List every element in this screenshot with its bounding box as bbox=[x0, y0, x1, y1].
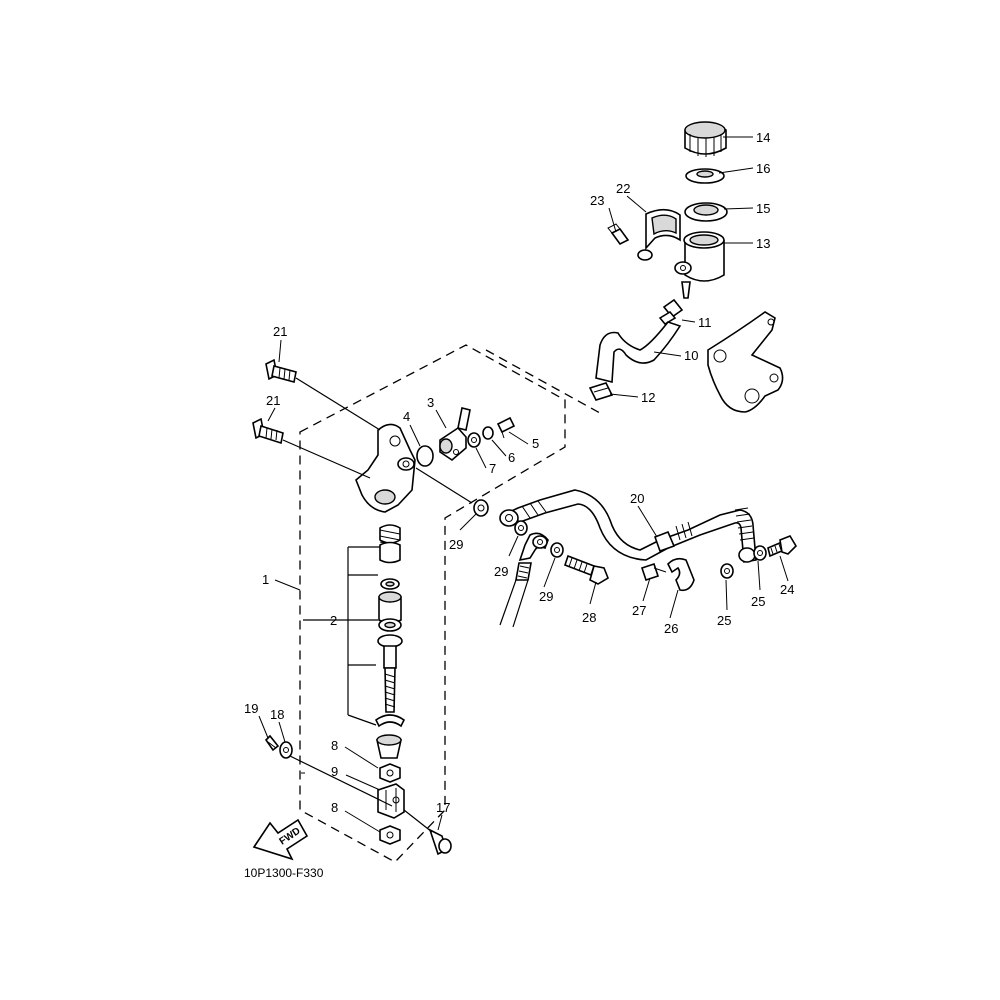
callout-6: 6 bbox=[508, 450, 515, 465]
callout-9: 9 bbox=[331, 764, 338, 779]
reservoir-bracket bbox=[707, 311, 784, 413]
piston-kit bbox=[303, 524, 406, 759]
crush-washer-hose-lower bbox=[550, 542, 564, 558]
hose-clip bbox=[588, 382, 614, 401]
callout-18: 18 bbox=[270, 707, 284, 722]
callout-11: 11 bbox=[698, 315, 712, 330]
callout-24: 24 bbox=[780, 582, 794, 597]
union-bolt-rear bbox=[767, 535, 798, 558]
reservoir-diaphragm-plate bbox=[685, 168, 725, 184]
callout-29-hose: 29 bbox=[494, 564, 508, 579]
callout-leaders bbox=[258, 136, 789, 833]
hose-nipple bbox=[439, 407, 471, 462]
brake-hose bbox=[499, 489, 757, 563]
assembly-1-dashed-outline bbox=[299, 344, 566, 863]
mounting-bolt-lower bbox=[252, 417, 371, 479]
spring-washer bbox=[482, 426, 494, 440]
callout-25-right: 25 bbox=[751, 594, 765, 609]
crush-washer-rear-a bbox=[720, 563, 734, 579]
callout-labels: 1 2 3 4 5 6 7 8 9 8 10 11 12 13 14 15 16… bbox=[244, 130, 794, 815]
brake-hose-lower-fitting bbox=[499, 532, 549, 628]
callout-10: 10 bbox=[684, 348, 698, 363]
callout-1: 1 bbox=[262, 572, 269, 587]
callout-8-upper: 8 bbox=[331, 738, 338, 753]
callout-23: 23 bbox=[590, 193, 604, 208]
plain-washer bbox=[467, 432, 481, 448]
crush-washer-rear-b bbox=[753, 545, 767, 561]
callout-19: 19 bbox=[244, 701, 258, 716]
callout-13: 13 bbox=[756, 236, 770, 251]
pin-washer bbox=[279, 741, 293, 759]
callout-27: 27 bbox=[632, 603, 646, 618]
crush-washer-body bbox=[415, 467, 489, 517]
reservoir-diaphragm bbox=[684, 202, 728, 222]
callout-26: 26 bbox=[664, 621, 678, 636]
callout-25-left: 25 bbox=[717, 613, 731, 628]
callout-29-body: 29 bbox=[449, 537, 463, 552]
master-cylinder-body bbox=[355, 423, 416, 513]
reservoir-cover bbox=[637, 208, 681, 261]
clevis bbox=[377, 783, 405, 819]
callout-21-lower: 21 bbox=[266, 393, 280, 408]
callout-29-caliper: 29 bbox=[539, 589, 553, 604]
union-bolt-caliper bbox=[563, 554, 609, 585]
callout-2: 2 bbox=[330, 613, 337, 628]
hose-joint bbox=[658, 298, 684, 326]
callout-28: 28 bbox=[582, 610, 596, 625]
mounting-bolt-upper bbox=[265, 358, 381, 431]
hose-guide-screw bbox=[640, 562, 667, 582]
fwd-arrow-icon: FWD bbox=[252, 818, 309, 861]
callout-21-upper: 21 bbox=[273, 324, 287, 339]
callout-8-lower: 8 bbox=[331, 800, 338, 815]
callout-14: 14 bbox=[756, 130, 770, 145]
callout-15: 15 bbox=[756, 201, 770, 216]
reservoir-hose bbox=[595, 321, 682, 384]
callout-7: 7 bbox=[489, 461, 496, 476]
figure-code: 10P1300-F330 bbox=[244, 866, 324, 880]
callout-3: 3 bbox=[427, 395, 434, 410]
callout-16: 16 bbox=[756, 161, 770, 176]
nut-upper bbox=[379, 763, 401, 783]
callout-17: 17 bbox=[436, 800, 450, 815]
cotter-pin bbox=[264, 734, 280, 752]
callout-5: 5 bbox=[532, 436, 539, 451]
hose-guide bbox=[667, 557, 695, 592]
crush-washer-hose-upper bbox=[514, 520, 528, 536]
clevis-pin bbox=[289, 755, 452, 856]
nut-lower bbox=[379, 825, 401, 845]
callout-22: 22 bbox=[616, 181, 630, 196]
reservoir-tank bbox=[674, 231, 725, 299]
callout-4: 4 bbox=[403, 409, 410, 424]
callout-12: 12 bbox=[641, 390, 655, 405]
nipple-screw bbox=[496, 416, 516, 439]
cover-screw bbox=[607, 223, 630, 246]
assembly-3-dashed-outline bbox=[485, 349, 601, 414]
callout-20: 20 bbox=[630, 491, 644, 506]
reservoir-cap bbox=[684, 121, 727, 157]
o-ring bbox=[416, 445, 434, 467]
